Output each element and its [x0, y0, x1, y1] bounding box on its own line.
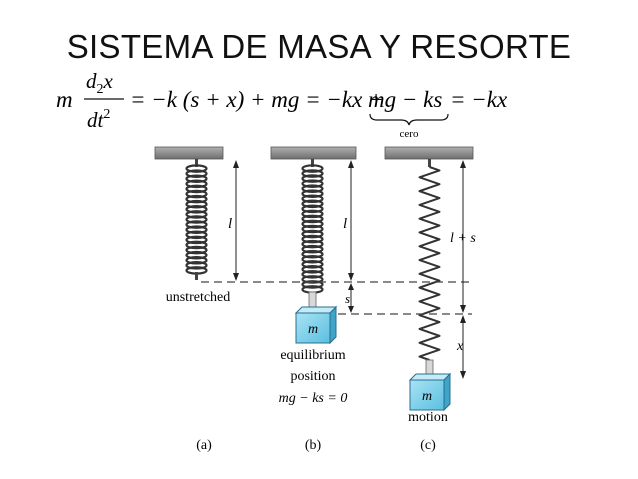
underbrace: [369, 113, 449, 126]
reference-lines: [201, 281, 472, 315]
displacement-label-c: x: [456, 339, 464, 354]
label-motion: motion: [408, 410, 448, 425]
label-equilibrium: equilibrium: [280, 348, 345, 363]
eq-mass-symbol: m: [56, 87, 73, 112]
caption-b: (b): [305, 438, 322, 453]
svg-text:d2x: d2x: [86, 69, 114, 97]
brace-label: cero: [400, 128, 419, 140]
caption-a: (a): [196, 438, 212, 453]
spring-c: [418, 159, 441, 375]
mass-c-label: m: [422, 389, 432, 404]
label-position: position: [290, 369, 335, 384]
spring-a: [185, 159, 208, 280]
eq-denominator: dt: [87, 108, 105, 132]
ceiling-b: [270, 146, 357, 160]
stretch-label-b: s: [345, 291, 350, 306]
label-unstretched: unstretched: [166, 290, 231, 305]
eq-numerator-variable: x: [103, 69, 114, 93]
eq-denominator-superscript: 2: [103, 107, 110, 122]
caption-c: (c): [420, 438, 436, 453]
length-label-a: l: [228, 216, 232, 232]
eq-numerator-subscript: 2: [97, 82, 104, 97]
mass-b: m: [294, 305, 338, 345]
length-label-b: l: [343, 216, 347, 232]
spring-b: [301, 159, 324, 309]
dimension-arrows: [233, 160, 466, 379]
slide-title: SISTEMA DE MASA Y RESORTE: [66, 28, 572, 65]
label-equilibrium-eq: mg − ks = 0: [279, 391, 348, 406]
ceiling-a: [154, 146, 224, 160]
eq-part1: = −k (s + x) + mg = −kx +: [130, 87, 384, 112]
svg-text:dt2: dt2: [87, 107, 110, 132]
eq-part2: mg − ks: [368, 87, 442, 112]
equation: m d2x dt2 = −k (s + x) + mg = −kx + mg −…: [56, 69, 508, 140]
eq-numerator: d: [86, 69, 97, 93]
mass-c: m: [408, 372, 452, 412]
ceiling-c: [384, 146, 474, 160]
mass-b-label: m: [308, 322, 318, 337]
length-label-c: l + s: [450, 231, 476, 246]
eq-part3: = −kx: [450, 87, 508, 112]
